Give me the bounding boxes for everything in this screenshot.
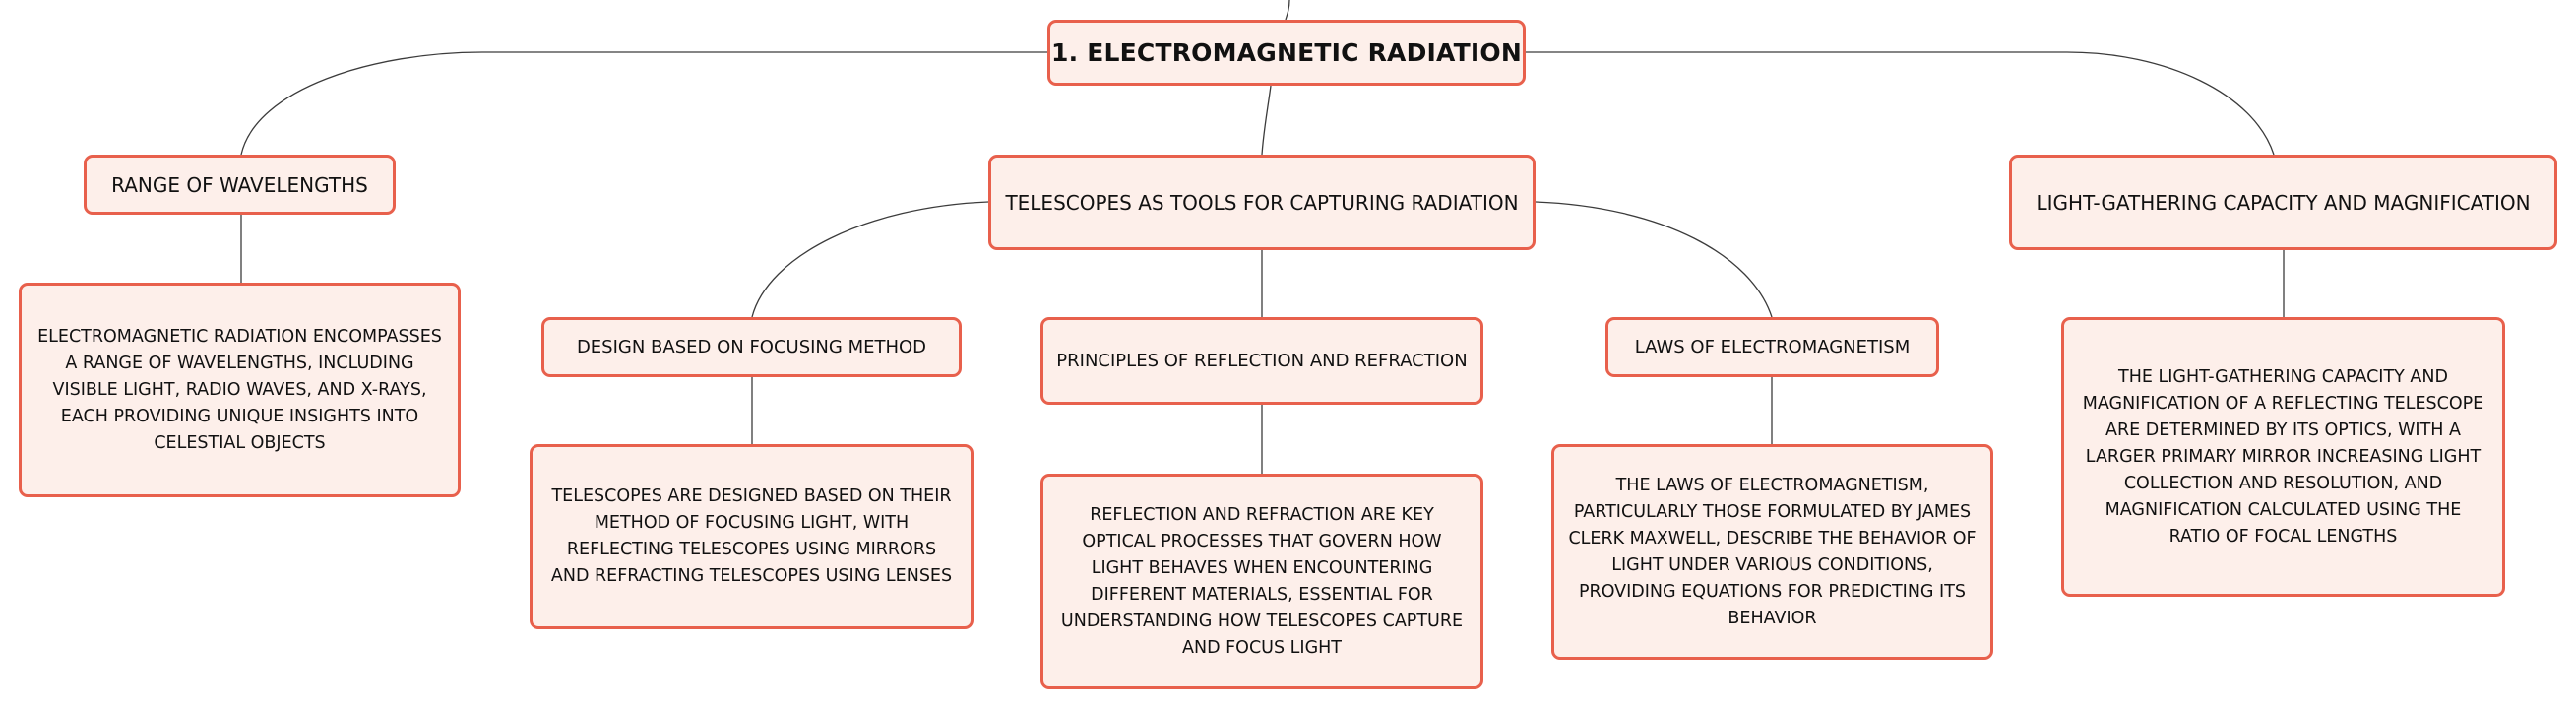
connector-root-to-capacity bbox=[1526, 51, 2275, 156]
sub-design-label: DESIGN BASED ON FOCUSING METHOD bbox=[576, 337, 927, 357]
branch-telescopes-node[interactable]: TELESCOPES AS TOOLS FOR CAPTURING RADIAT… bbox=[988, 155, 1536, 250]
branch-range-description: ELECTROMAGNETIC RADIATION ENCOMPASSES A … bbox=[19, 283, 461, 497]
connector-root-to-range bbox=[240, 51, 1047, 156]
branch-range-label: RANGE OF WAVELENGTHS bbox=[111, 172, 368, 197]
sub-principles-node[interactable]: PRINCIPLES OF REFLECTION AND REFRACTION bbox=[1040, 317, 1483, 405]
branch-capacity-node[interactable]: LIGHT-GATHERING CAPACITY AND MAGNIFICATI… bbox=[2009, 155, 2557, 250]
connector-telescopes-to-design bbox=[751, 201, 989, 318]
branch-capacity-description: THE LIGHT-GATHERING CAPACITY AND MAGNIFI… bbox=[2061, 317, 2505, 597]
branch-capacity-label: LIGHT-GATHERING CAPACITY AND MAGNIFICATI… bbox=[2036, 190, 2531, 215]
sub-laws-description-text: THE LAWS OF ELECTROMAGNETISM, PARTICULAR… bbox=[1568, 475, 1977, 628]
root-node[interactable]: 1. ELECTROMAGNETIC RADIATION bbox=[1047, 20, 1526, 86]
root-node-label: 1. ELECTROMAGNETIC RADIATION bbox=[1051, 38, 1522, 67]
connector-parent-to-root bbox=[1285, 0, 1290, 21]
sub-principles-label: PRINCIPLES OF REFLECTION AND REFRACTION bbox=[1056, 351, 1468, 371]
sub-laws-label: LAWS OF ELECTROMAGNETISM bbox=[1634, 337, 1911, 357]
sub-design-node[interactable]: DESIGN BASED ON FOCUSING METHOD bbox=[541, 317, 962, 377]
sub-principles-description-text: REFLECTION AND REFRACTION ARE KEY OPTICA… bbox=[1060, 504, 1464, 658]
branch-telescopes-label: TELESCOPES AS TOOLS FOR CAPTURING RADIAT… bbox=[1005, 190, 1519, 215]
branch-range-description-text: ELECTROMAGNETIC RADIATION ENCOMPASSES A … bbox=[37, 326, 442, 453]
sub-design-description-text: TELESCOPES ARE DESIGNED BASED ON THEIR M… bbox=[550, 486, 953, 586]
connector-root-to-telescopes bbox=[1261, 85, 1272, 156]
sub-design-description: TELESCOPES ARE DESIGNED BASED ON THEIR M… bbox=[530, 444, 974, 629]
sub-laws-description: THE LAWS OF ELECTROMAGNETISM, PARTICULAR… bbox=[1551, 444, 1993, 660]
branch-range-node[interactable]: RANGE OF WAVELENGTHS bbox=[84, 155, 396, 215]
branch-capacity-description-text: THE LIGHT-GATHERING CAPACITY AND MAGNIFI… bbox=[2082, 366, 2484, 547]
sub-principles-description: REFLECTION AND REFRACTION ARE KEY OPTICA… bbox=[1040, 474, 1483, 689]
sub-laws-node[interactable]: LAWS OF ELECTROMAGNETISM bbox=[1605, 317, 1939, 377]
connector-telescopes-to-laws bbox=[1535, 201, 1773, 318]
